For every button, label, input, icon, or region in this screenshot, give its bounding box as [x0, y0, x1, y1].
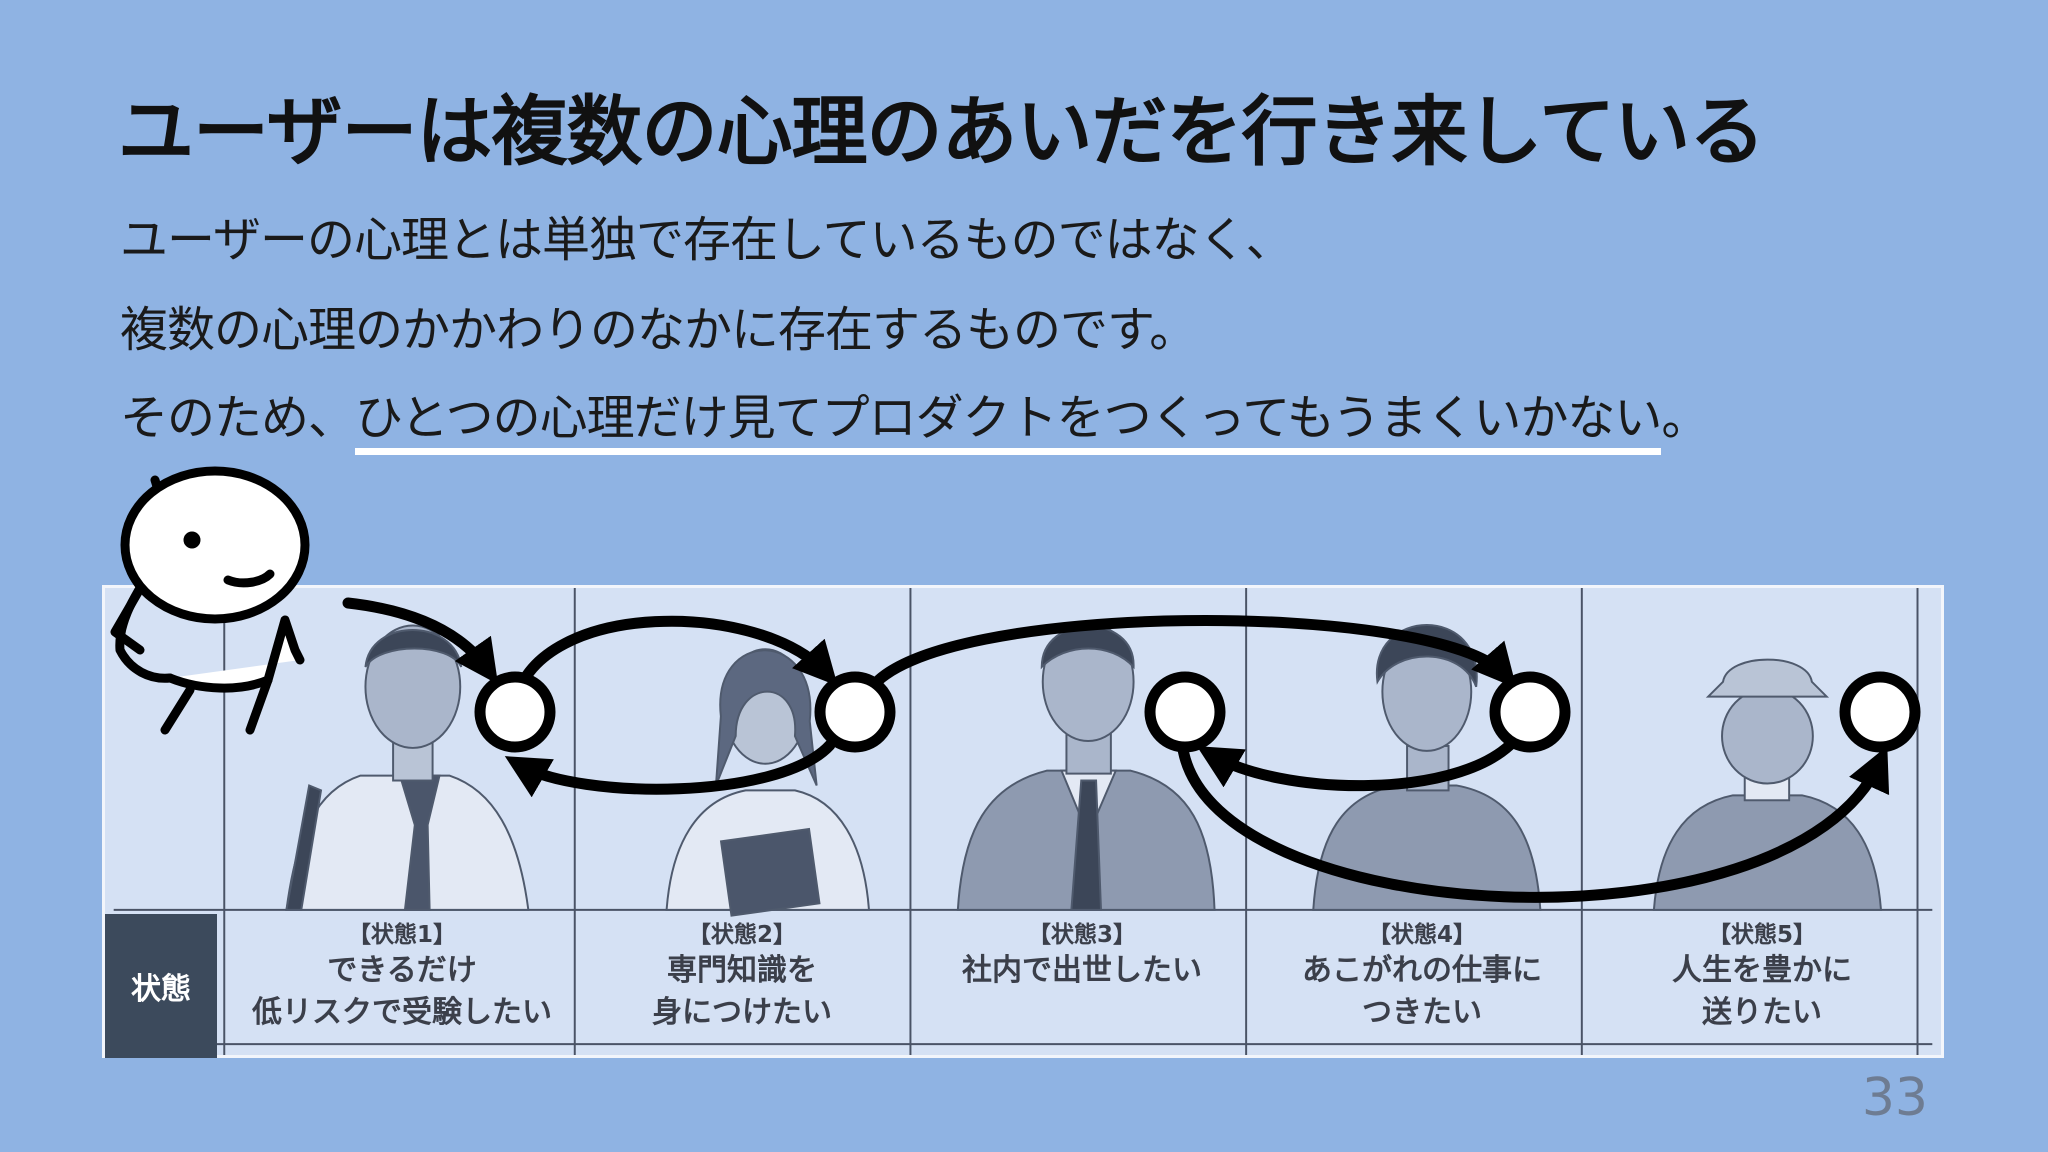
body-text-line-2: 複数の心理のかかわりのなかに存在するものです。 — [120, 302, 1197, 358]
slide-title: ユーザーは複数の心理のあいだを行き来している — [118, 87, 1765, 176]
state-desc-line-1: できるだけ — [327, 953, 477, 988]
body-text-line-3-prefix: そのため、 — [120, 390, 356, 446]
state-desc-line-1: 専門知識を — [667, 953, 817, 988]
body-text-line-3: そのため、ひとつの心理だけ見てプロダクトをつくってもうまくいかない。 — [120, 378, 1709, 455]
state-cell-2: 【状態2】 専門知識を 身につけたい — [574, 920, 910, 1050]
page-number: 33 — [1861, 1068, 1928, 1128]
young-man-with-tie-icon — [285, 624, 530, 911]
state-tag: 【状態3】 — [1027, 922, 1136, 948]
body-text-line-1: ユーザーの心理とは単独で存在しているものではなく、 — [120, 212, 1294, 268]
state-tag: 【状態1】 — [347, 922, 456, 948]
state-node-2 — [814, 671, 896, 753]
state-node-1 — [474, 671, 556, 753]
state-cell-1: 【状態1】 できるだけ 低リスクで受験したい — [234, 920, 570, 1050]
state-cell-4: 【状態4】 あこがれの仕事に つきたい — [1254, 920, 1590, 1050]
state-tag: 【状態2】 — [687, 922, 796, 948]
state-desc-line-1: 社内で出世したい — [962, 953, 1202, 988]
state-tag: 【状態5】 — [1707, 922, 1816, 948]
state-desc-line-1: あこがれの仕事に — [1302, 953, 1542, 988]
state-node-4 — [1489, 671, 1571, 753]
woman-holding-books-icon — [665, 648, 871, 917]
emphasized-phrase: ひとつの心理だけ見てプロダクトをつくってもうまくいかない — [355, 390, 1662, 455]
state-tag: 【状態4】 — [1367, 922, 1476, 948]
state-cell-5: 【状態5】 人生を豊かに 送りたい — [1594, 920, 1930, 1050]
state-node-5 — [1839, 671, 1921, 753]
body-text-line-3-suffix: 。 — [1661, 390, 1709, 446]
state-desc-line-2: 低リスクで受験したい — [252, 995, 552, 1030]
state-row-label: 状態 — [105, 914, 217, 1058]
businessman-in-suit-icon — [956, 621, 1216, 911]
state-cell-3: 【状態3】 社内で出世したい — [914, 920, 1250, 1050]
state-node-3 — [1144, 671, 1226, 753]
state-desc-line-2: つきたい — [1362, 995, 1482, 1030]
state-desc-line-2: 送りたい — [1702, 995, 1822, 1030]
state-desc-line-2: 身につけたい — [652, 995, 832, 1030]
stick-figure-mascot-icon — [110, 466, 310, 735]
state-desc-line-1: 人生を豊かに — [1672, 953, 1852, 988]
